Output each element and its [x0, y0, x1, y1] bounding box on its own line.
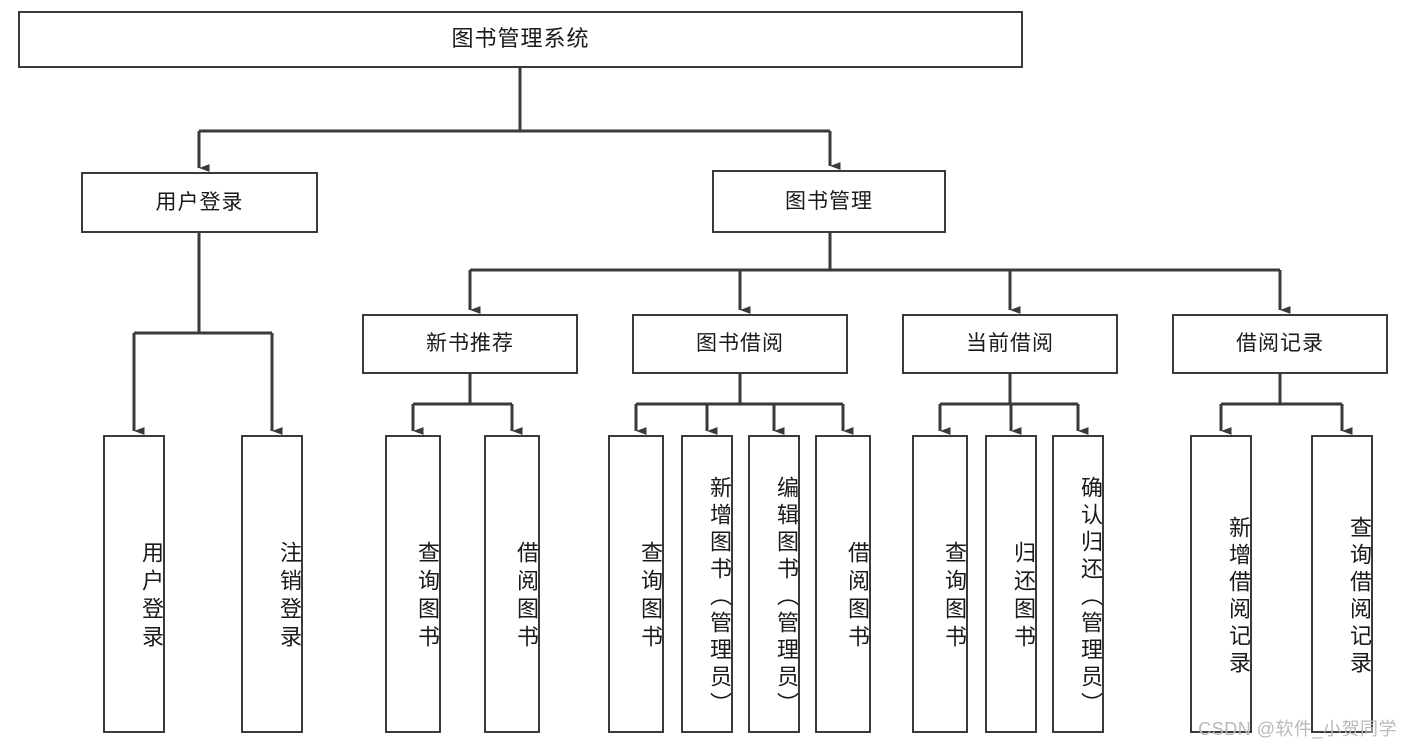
leaf-label: 借阅图书 [514, 541, 539, 653]
leaf-label: 归还图书 [1011, 541, 1036, 653]
connector-group-book-borrow [634, 374, 854, 435]
leaf-label: 确认归还（管理员） [1078, 475, 1103, 719]
leaf-query-borrow-record[interactable]: 查询借阅记录 [1311, 435, 1373, 733]
connector-group-new-book-recommend [411, 374, 523, 435]
leaf-label: 查询借阅记录 [1347, 516, 1372, 678]
leaf-query-book-recommend[interactable]: 查询图书 [385, 435, 441, 733]
leaf-label: 注销登录 [277, 541, 302, 653]
node-user-login[interactable]: 用户登录 [81, 172, 318, 233]
node-new-book-recommend[interactable]: 新书推荐 [362, 314, 578, 374]
leaf-user-login[interactable]: 用户登录 [103, 435, 165, 733]
leaf-label: 查询图书 [942, 541, 967, 653]
leaf-label: 新增图书（管理员） [707, 475, 732, 719]
leaf-return-book[interactable]: 归还图书 [985, 435, 1037, 733]
connector-group-book-management [468, 233, 1291, 314]
leaf-label: 查询图书 [638, 541, 663, 653]
leaf-borrow-book-recommend[interactable]: 借阅图书 [484, 435, 540, 733]
node-current-borrow[interactable]: 当前借阅 [902, 314, 1118, 374]
connector-group-borrow-record [1219, 374, 1353, 435]
connector-group-root [197, 68, 841, 172]
leaf-logout[interactable]: 注销登录 [241, 435, 303, 733]
leaf-add-borrow-record[interactable]: 新增借阅记录 [1190, 435, 1252, 733]
leaf-label: 借阅图书 [845, 541, 870, 653]
node-book-management[interactable]: 图书管理 [712, 170, 946, 233]
leaf-confirm-return-admin[interactable]: 确认归还（管理员） [1052, 435, 1104, 733]
leaf-label: 编辑图书（管理员） [774, 475, 799, 719]
leaf-query-book-borrow[interactable]: 查询图书 [608, 435, 664, 733]
leaf-add-book-admin[interactable]: 新增图书（管理员） [681, 435, 733, 733]
leaf-query-book-current[interactable]: 查询图书 [912, 435, 968, 733]
leaf-label: 新增借阅记录 [1226, 516, 1251, 678]
node-book-borrow[interactable]: 图书借阅 [632, 314, 848, 374]
node-root-system[interactable]: 图书管理系统 [18, 11, 1023, 68]
node-borrow-record[interactable]: 借阅记录 [1172, 314, 1388, 374]
leaf-borrow-book[interactable]: 借阅图书 [815, 435, 871, 733]
connector-group-user-login [132, 233, 283, 435]
leaf-label: 用户登录 [139, 541, 164, 653]
leaf-label: 查询图书 [415, 541, 440, 653]
connector-group-current-borrow [938, 374, 1089, 435]
leaf-edit-book-admin[interactable]: 编辑图书（管理员） [748, 435, 800, 733]
